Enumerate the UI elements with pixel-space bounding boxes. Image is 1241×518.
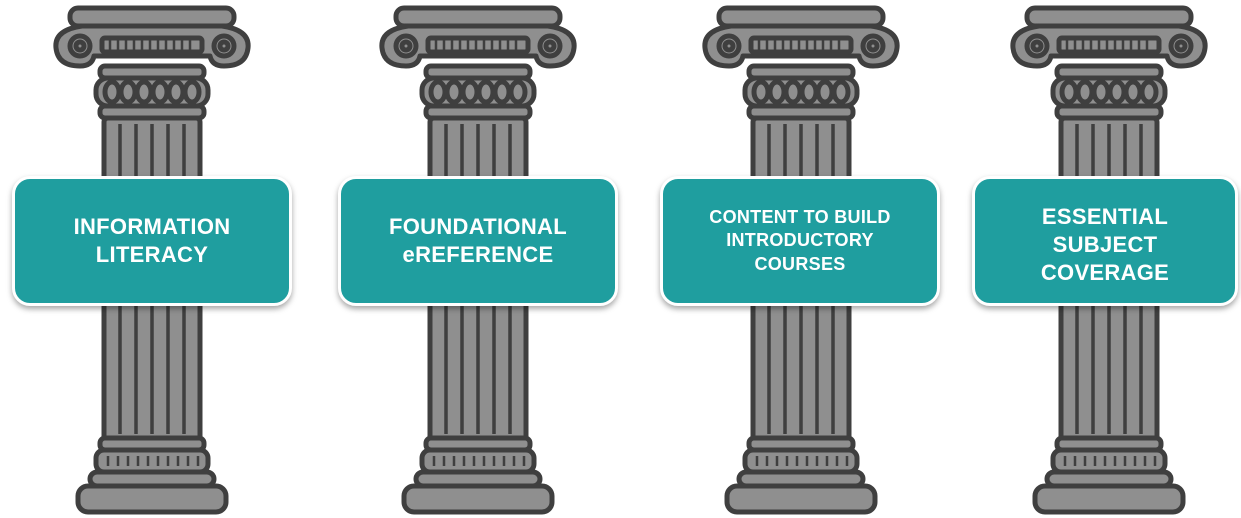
pillar-label-essential-subject-coverage: ESSENTIAL SUBJECT COVERAGE xyxy=(1040,204,1170,286)
pillar-label-box-essential-subject-coverage: ESSENTIAL SUBJECT COVERAGE xyxy=(972,176,1238,306)
pillar-label-box-foundational-ereference: FOUNDATIONAL eREFERENCE xyxy=(338,176,618,306)
pillar-label-content-to-build: CONTENT TO BUILD INTRODUCTORY COURSES xyxy=(709,206,891,274)
pillar-label-foundational-ereference: FOUNDATIONAL eREFERENCE xyxy=(389,213,567,267)
pillar-label-box-information-literacy: INFORMATION LITERACY xyxy=(12,176,292,306)
pillar-label-information-literacy: INFORMATION LITERACY xyxy=(73,213,231,267)
pillar-label-box-content-to-build: CONTENT TO BUILD INTRODUCTORY COURSES xyxy=(660,176,940,306)
